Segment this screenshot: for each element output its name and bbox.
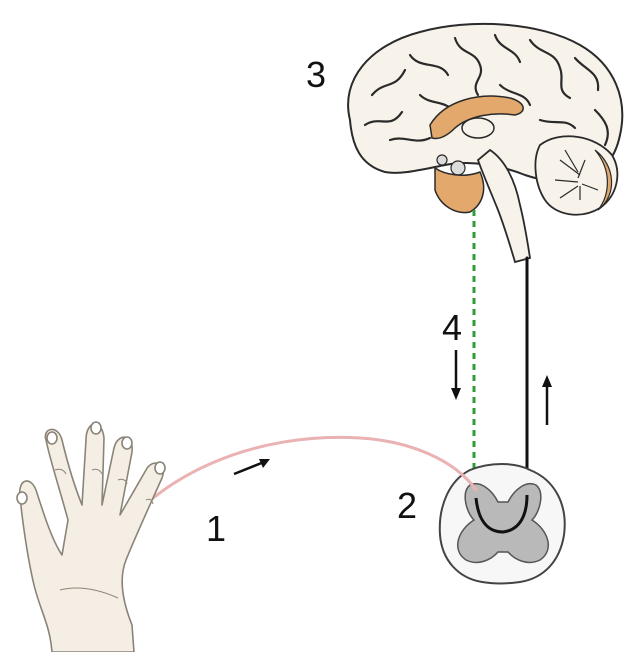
- label-two: 2: [397, 485, 417, 526]
- cerebellum: [535, 136, 617, 214]
- hand-icon: [17, 422, 165, 652]
- hypothalamus-region: [435, 168, 484, 213]
- label-four: 4: [442, 307, 462, 348]
- label-three: 3: [306, 54, 326, 95]
- spinal-cord-cross-section-icon: [440, 464, 565, 584]
- pituitary: [451, 161, 465, 175]
- palm: [20, 424, 164, 652]
- arrow-down-icon: [451, 350, 461, 400]
- thalamus: [462, 118, 494, 138]
- arrow-nerve-icon: [234, 459, 270, 474]
- label-one: 1: [206, 508, 226, 549]
- brain-icon: [348, 24, 622, 262]
- arrow-up-icon: [542, 375, 552, 425]
